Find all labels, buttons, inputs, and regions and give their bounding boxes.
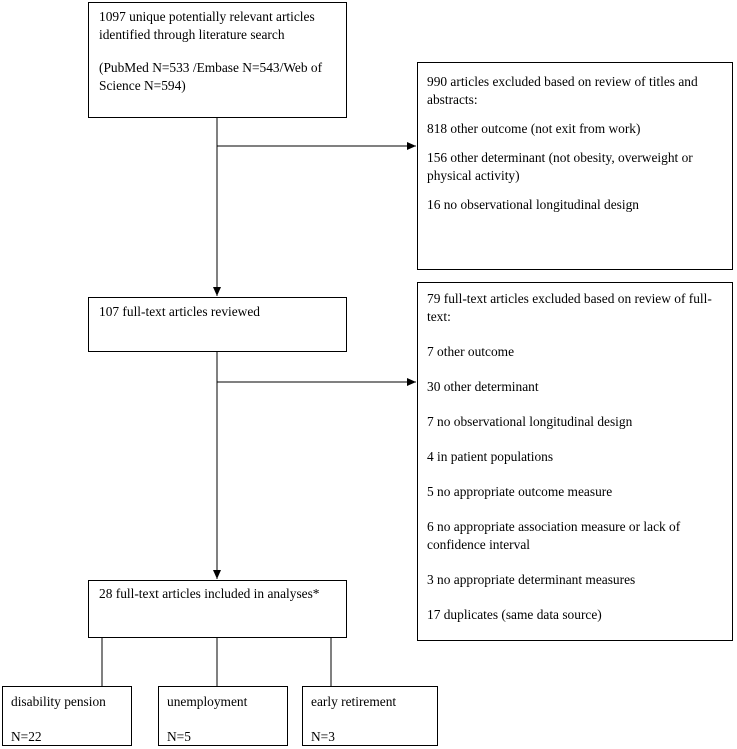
excluded-fulltext-item: 4 in patient populations [427, 449, 554, 464]
excluded-fulltext-item: 30 other determinant [427, 379, 539, 394]
outcome-count: N=5 [167, 729, 191, 744]
excluded-fulltext-item: 3 no appropriate determinant measures [427, 572, 636, 587]
outcome-box-early-retirement: early retirement N=3 [302, 686, 438, 746]
excluded-fulltext-title: 79 full-text articles excluded based on … [427, 291, 712, 324]
outcome-label: early retirement [311, 694, 397, 709]
identified-articles-box: 1097 unique potentially relevant article… [88, 2, 347, 118]
outcome-box-disability-pension: disability pension N=22 [2, 686, 132, 746]
outcome-count: N=22 [11, 729, 42, 744]
excluded-screening-title: 990 articles excluded based on review of… [427, 74, 698, 107]
excluded-fulltext-item: 17 duplicates (same data source) [427, 607, 602, 622]
excluded-screening-box: 990 articles excluded based on review of… [417, 62, 733, 270]
excluded-fulltext-item: 7 no observational longitudinal design [427, 414, 633, 429]
outcome-count: N=3 [311, 729, 335, 744]
outcome-label: unemployment [167, 694, 248, 709]
outcome-box-unemployment: unemployment N=5 [158, 686, 288, 746]
identified-sources-text: (PubMed N=533 /Embase N=543/Web of Scien… [99, 60, 323, 93]
excluded-fulltext-item: 6 no appropriate association measure or … [427, 519, 681, 552]
reviewed-articles-box: 107 full-text articles reviewed [88, 297, 347, 352]
excluded-fulltext-item: 7 other outcome [427, 344, 515, 359]
included-articles-box: 28 full-text articles included in analys… [88, 580, 347, 638]
outcome-label: disability pension [11, 694, 106, 709]
identified-text: 1097 unique potentially relevant article… [99, 9, 315, 42]
excluded-screening-item: 16 no observational longitudinal design [427, 197, 639, 212]
excluded-screening-item: 818 other outcome (not exit from work) [427, 121, 641, 136]
reviewed-text: 107 full-text articles reviewed [99, 304, 260, 319]
included-text: 28 full-text articles included in analys… [99, 586, 320, 601]
excluded-fulltext-box: 79 full-text articles excluded based on … [417, 282, 733, 641]
excluded-fulltext-item: 5 no appropriate outcome measure [427, 484, 613, 499]
excluded-screening-item: 156 other determinant (not obesity, over… [427, 150, 693, 183]
